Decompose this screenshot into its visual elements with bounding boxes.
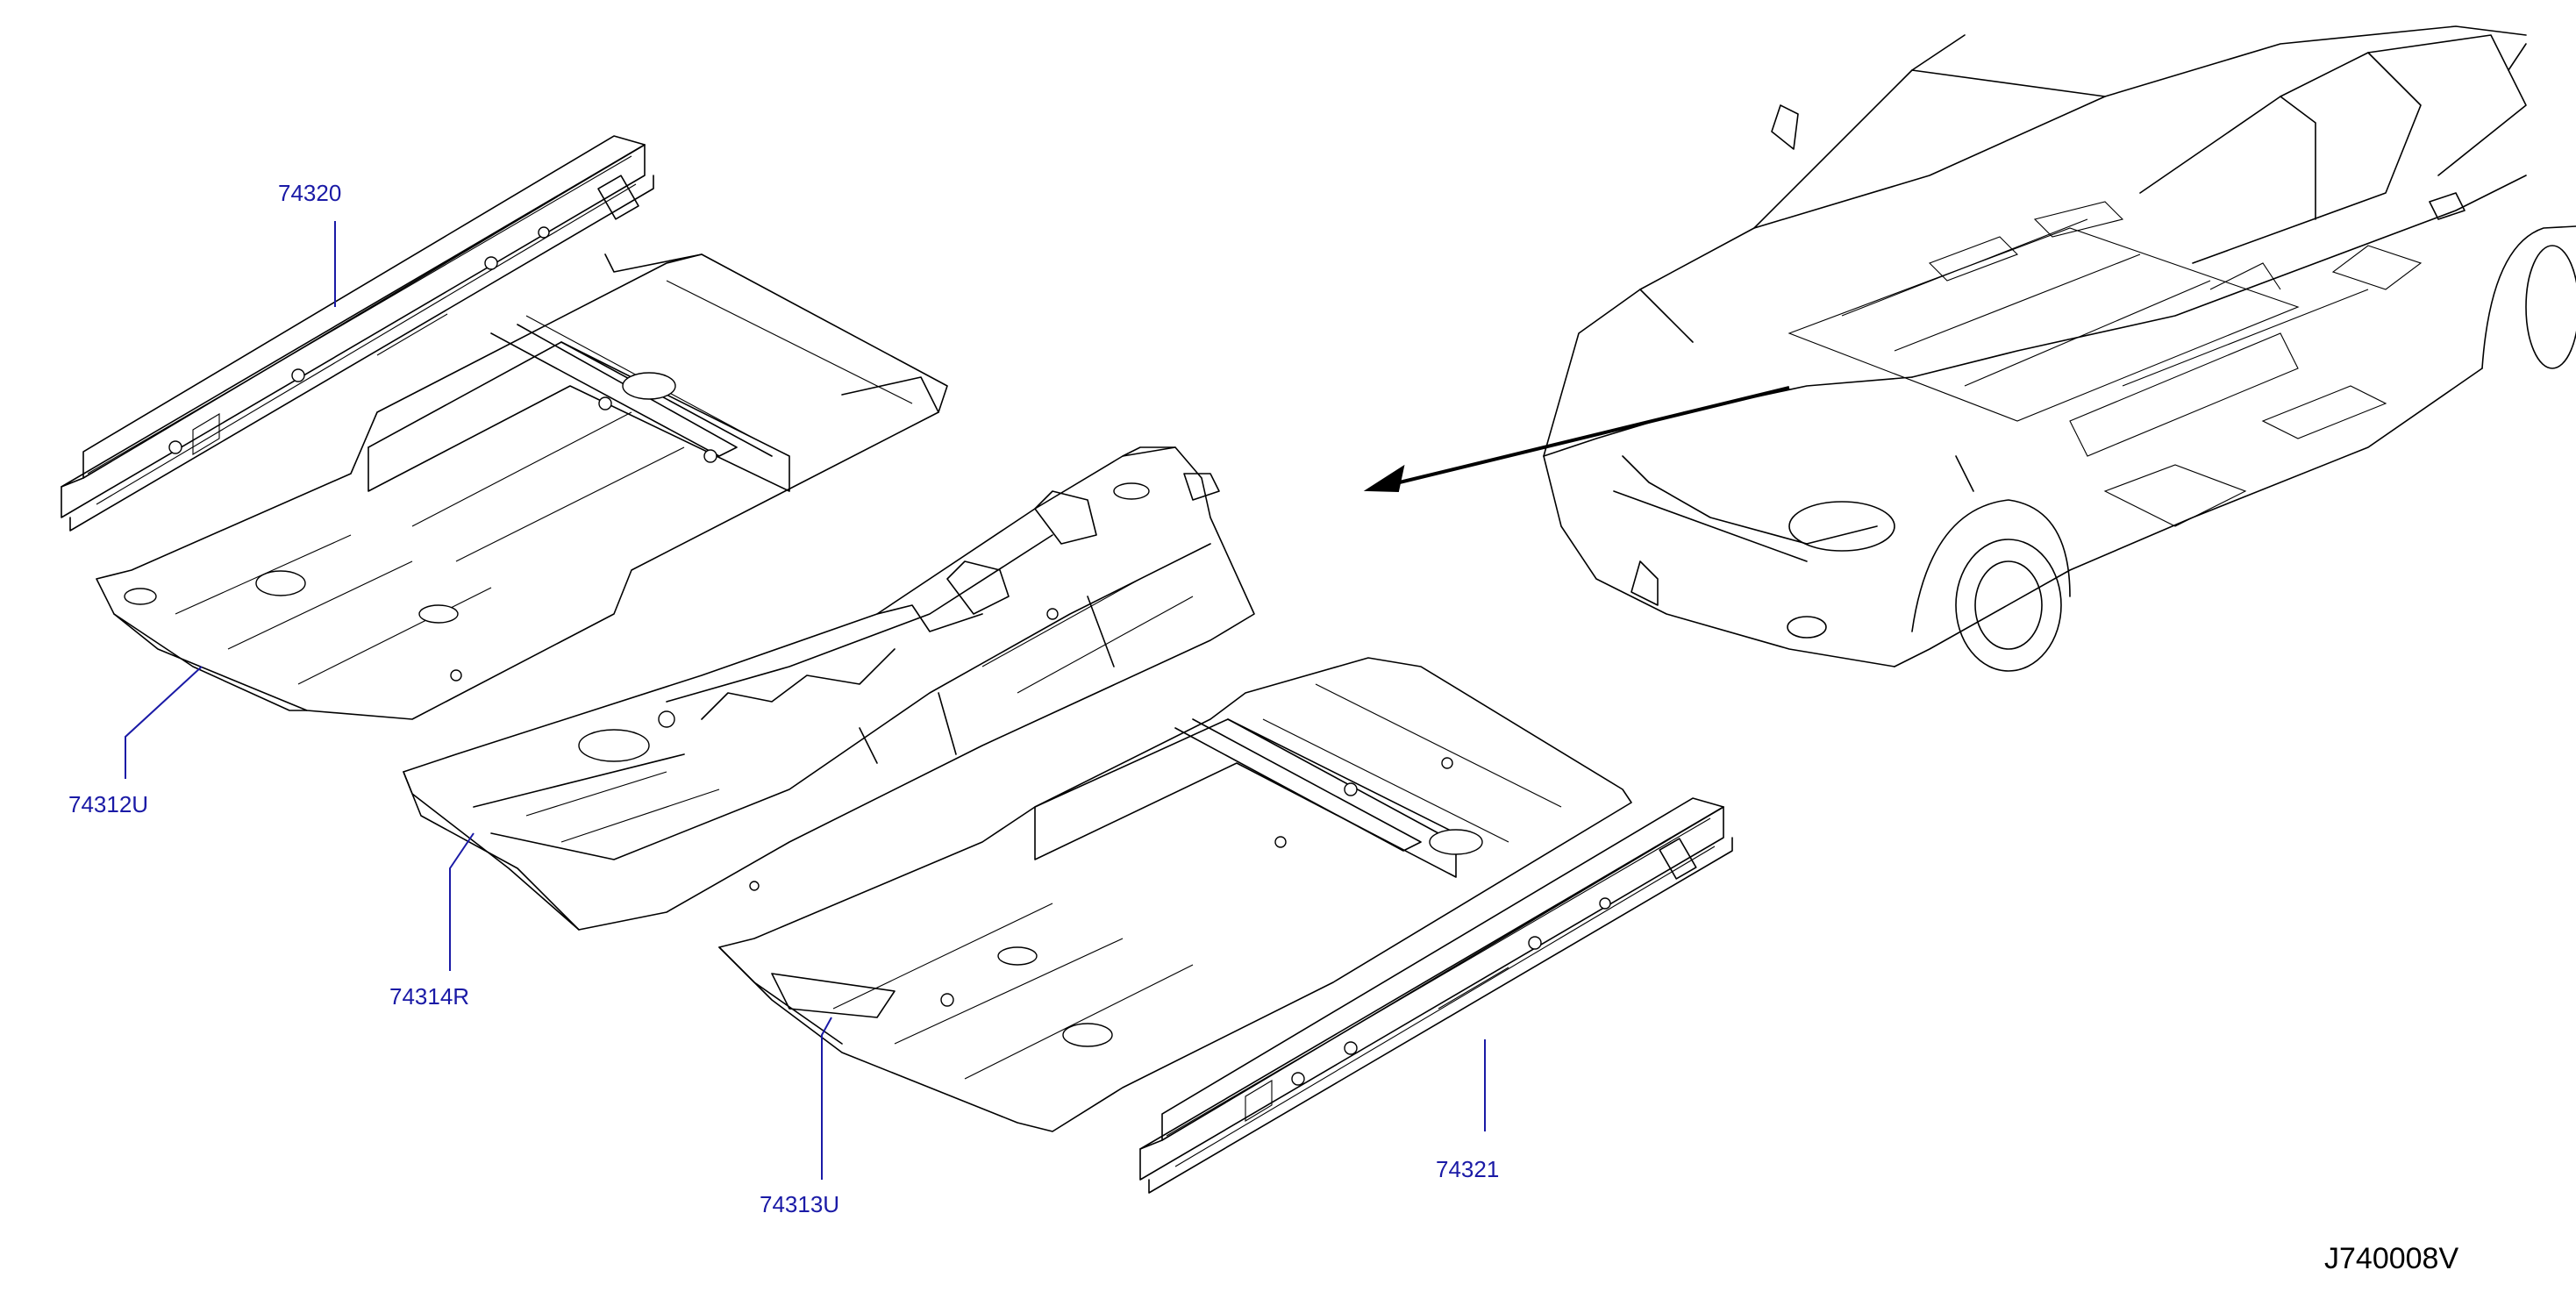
part-label-74312U[interactable]: 74312U [68, 791, 149, 817]
part-74320-sill-rail [61, 135, 654, 532]
part-74314R-center-floor [403, 446, 1255, 931]
part-label-74313U[interactable]: 74313U [760, 1191, 840, 1217]
part-label-74314R[interactable]: 74314R [389, 983, 470, 1010]
location-arrow [1363, 386, 1790, 493]
part-74313U-floor-panel [718, 657, 1632, 1132]
vehicle-location-view [1543, 25, 2576, 672]
part-74312U-floor-panel [96, 253, 948, 720]
part-label-74321[interactable]: 74321 [1436, 1156, 1500, 1182]
part-label-74320[interactable]: 74320 [278, 180, 342, 206]
leader-lines [125, 221, 1486, 1180]
diagram-reference-code: J740008V [2324, 1242, 2459, 1275]
part-74321-sill-rail [1139, 797, 1733, 1194]
